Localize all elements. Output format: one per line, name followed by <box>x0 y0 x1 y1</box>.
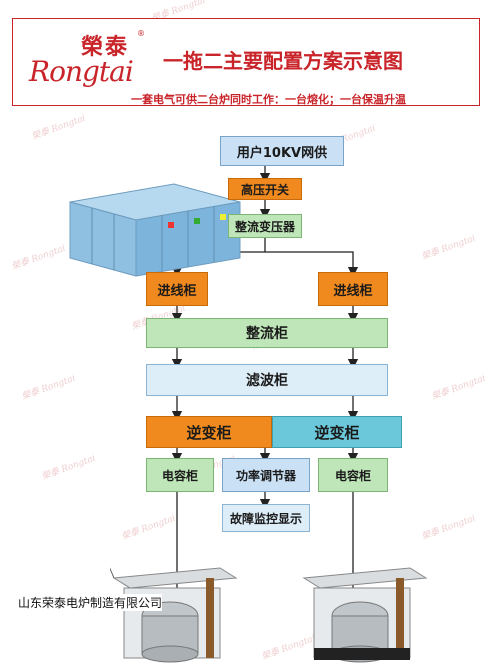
company-logo: 榮泰 ® Rongtai <box>27 29 157 93</box>
inverter-cabinet-left: 逆变柜 <box>146 416 272 448</box>
hv-switch-box: 高压开关 <box>228 178 302 200</box>
capacitor-cabinet-left: 电容柜 <box>146 458 214 492</box>
furnace-right-image <box>302 567 428 663</box>
company-name: 山东荣泰电炉制造有限公司 <box>18 594 163 611</box>
incoming-cabinet-left: 进线柜 <box>146 272 208 306</box>
header-panel: 榮泰 ® Rongtai 一拖二主要配置方案示意图 一套电气可供二台炉同时工作：… <box>12 18 480 106</box>
page-subtitle: 一套电气可供二台炉同时工作：一台熔化；一台保温升温 <box>131 93 406 106</box>
switchgear-cabinet-image <box>69 183 241 277</box>
logo-en-text: Rongtai <box>29 55 134 88</box>
registered-mark: ® <box>137 29 145 38</box>
page-title: 一拖二主要配置方案示意图 <box>163 49 403 73</box>
capacitor-cabinet-right: 电容柜 <box>318 458 388 492</box>
logo-cn-text: 榮泰 <box>81 34 130 60</box>
fault-monitor-box: 故障监控显示 <box>222 504 310 532</box>
grid-supply-box: 用户10KV网供 <box>220 136 344 166</box>
power-regulator-box: 功率调节器 <box>222 458 310 492</box>
incoming-cabinet-right: 进线柜 <box>318 272 388 306</box>
filter-cabinet-box: 滤波柜 <box>146 364 388 396</box>
inverter-cabinet-right: 逆变柜 <box>272 416 402 448</box>
rectifier-cabinet-box: 整流柜 <box>146 318 388 348</box>
rect-transformer-box: 整流变压器 <box>228 214 302 238</box>
